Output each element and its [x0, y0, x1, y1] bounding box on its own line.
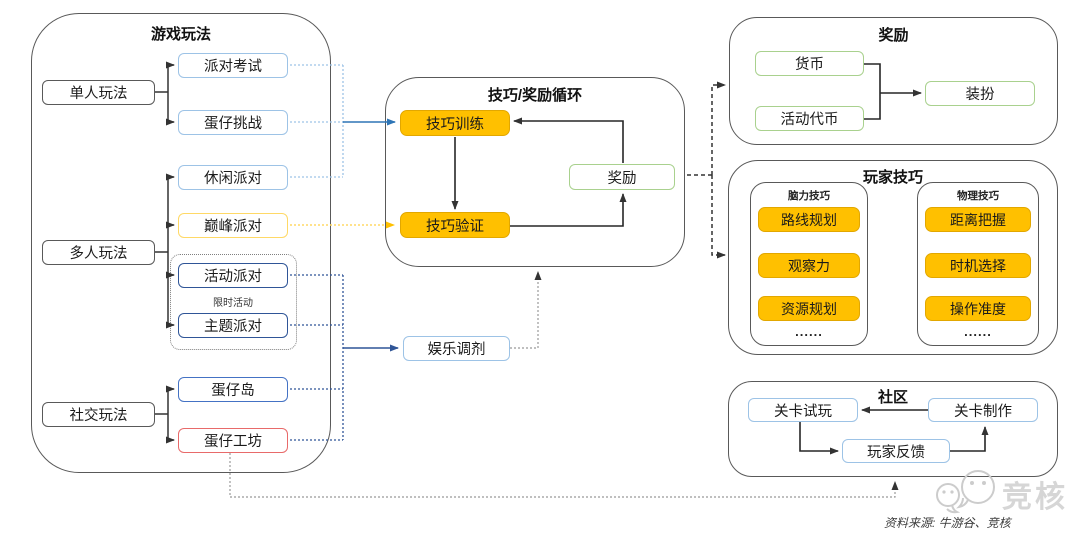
mental-skills-label: 脑力技巧 — [788, 190, 830, 202]
physical-skills-label: 物理技巧 — [957, 190, 999, 202]
node-event-party-label: 活动派对 — [204, 269, 262, 285]
panel-player-skills-title: 玩家技巧 — [862, 169, 923, 186]
group-mental-skills: 脑力技巧 — [750, 182, 868, 346]
node-route-planning: 路线规划 — [758, 207, 860, 232]
panel-community-title: 社区 — [877, 389, 908, 406]
node-operation-accuracy-label: 操作准度 — [950, 300, 1006, 317]
node-social-player: 社交玩法 — [42, 402, 155, 427]
panel-gameplay: 游戏玩法 — [31, 13, 331, 473]
physical-skills-more: ...... — [964, 324, 992, 339]
node-event-token: 活动代币 — [755, 106, 864, 131]
panel-gameplay-title: 游戏玩法 — [150, 26, 211, 43]
node-resource-planning-label: 资源规划 — [781, 300, 837, 317]
panel-rewards: 奖励 — [729, 17, 1058, 145]
node-party-exam: 派对考试 — [178, 53, 288, 78]
node-route-planning-label: 路线规划 — [781, 211, 837, 228]
node-party-exam-label: 派对考试 — [204, 59, 262, 75]
arrow-fun-to-loop — [510, 271, 542, 349]
node-resource-planning: 资源规划 — [758, 296, 860, 321]
node-player-feedback-label: 玩家反馈 — [867, 444, 925, 461]
node-level-create: 关卡制作 — [928, 398, 1038, 422]
node-skill-training-label: 技巧训练 — [426, 116, 484, 133]
node-loop-reward: 奖励 — [569, 164, 675, 190]
node-multi-player-label: 多人玩法 — [69, 246, 128, 262]
node-currency-label: 货币 — [795, 57, 824, 73]
node-skill-training: 技巧训练 — [400, 110, 510, 136]
source-note: 资料来源: 牛游谷、竞核 — [884, 516, 1011, 530]
node-multi-player: 多人玩法 — [42, 240, 155, 265]
node-eggy-workshop: 蛋仔工坊 — [178, 428, 288, 453]
node-peak-party-label: 巅峰派对 — [204, 219, 262, 235]
panel-loop-title: 技巧/奖励循环 — [487, 87, 583, 104]
node-event-token-label: 活动代币 — [780, 112, 839, 128]
panel-skill-reward-loop: 技巧/奖励循环 — [385, 77, 685, 267]
node-fun-adjuster: 娱乐调剂 — [403, 336, 510, 361]
limited-event-label: 限时活动 — [213, 298, 253, 309]
node-distance-control: 距离把握 — [925, 207, 1031, 232]
node-eggy-challenge-label: 蛋仔挑战 — [204, 116, 262, 132]
node-casual-party-label: 休闲派对 — [204, 171, 262, 187]
node-theme-party: 主题派对 — [178, 313, 288, 338]
node-dress-up: 装扮 — [925, 81, 1035, 106]
node-distance-control-label: 距离把握 — [950, 211, 1006, 228]
node-loop-reward-label: 奖励 — [607, 170, 637, 187]
node-dress-up-label: 装扮 — [965, 87, 995, 103]
chat-bubbles-icon — [936, 470, 995, 514]
dashed-split-connectors — [687, 81, 726, 259]
node-peak-party: 巅峰派对 — [178, 213, 288, 238]
node-currency: 货币 — [755, 51, 864, 76]
panel-player-skills: 玩家技巧 — [728, 160, 1058, 355]
node-level-playtest: 关卡试玩 — [748, 398, 858, 422]
node-observation: 观察力 — [758, 253, 860, 278]
node-level-create-label: 关卡制作 — [954, 403, 1012, 420]
brand-name: 竞核 — [1002, 481, 1068, 514]
node-fun-adjuster-label: 娱乐调剂 — [427, 342, 486, 358]
panel-rewards-title: 奖励 — [878, 27, 909, 44]
node-eggy-island-label: 蛋仔岛 — [211, 383, 255, 399]
node-level-playtest-label: 关卡试玩 — [774, 403, 832, 420]
node-operation-accuracy: 操作准度 — [925, 296, 1031, 321]
node-casual-party: 休闲派对 — [178, 165, 288, 190]
mental-skills-more: ...... — [795, 324, 823, 339]
node-timing-choice: 时机选择 — [925, 253, 1031, 278]
node-theme-party-label: 主题派对 — [204, 319, 262, 335]
group-physical-skills: 物理技巧 — [917, 182, 1039, 346]
group-limited-event — [170, 254, 297, 350]
node-event-party: 活动派对 — [178, 263, 288, 288]
node-eggy-island: 蛋仔岛 — [178, 377, 288, 402]
node-skill-verify-label: 技巧验证 — [426, 218, 484, 235]
node-single-player: 单人玩法 — [42, 80, 155, 105]
node-observation-label: 观察力 — [788, 257, 830, 274]
node-social-player-label: 社交玩法 — [69, 408, 128, 424]
node-player-feedback: 玩家反馈 — [842, 439, 950, 463]
node-eggy-challenge: 蛋仔挑战 — [178, 110, 288, 135]
node-eggy-workshop-label: 蛋仔工坊 — [204, 434, 262, 450]
node-timing-choice-label: 时机选择 — [950, 257, 1006, 274]
node-skill-verify: 技巧验证 — [400, 212, 510, 238]
node-single-player-label: 单人玩法 — [69, 86, 128, 102]
